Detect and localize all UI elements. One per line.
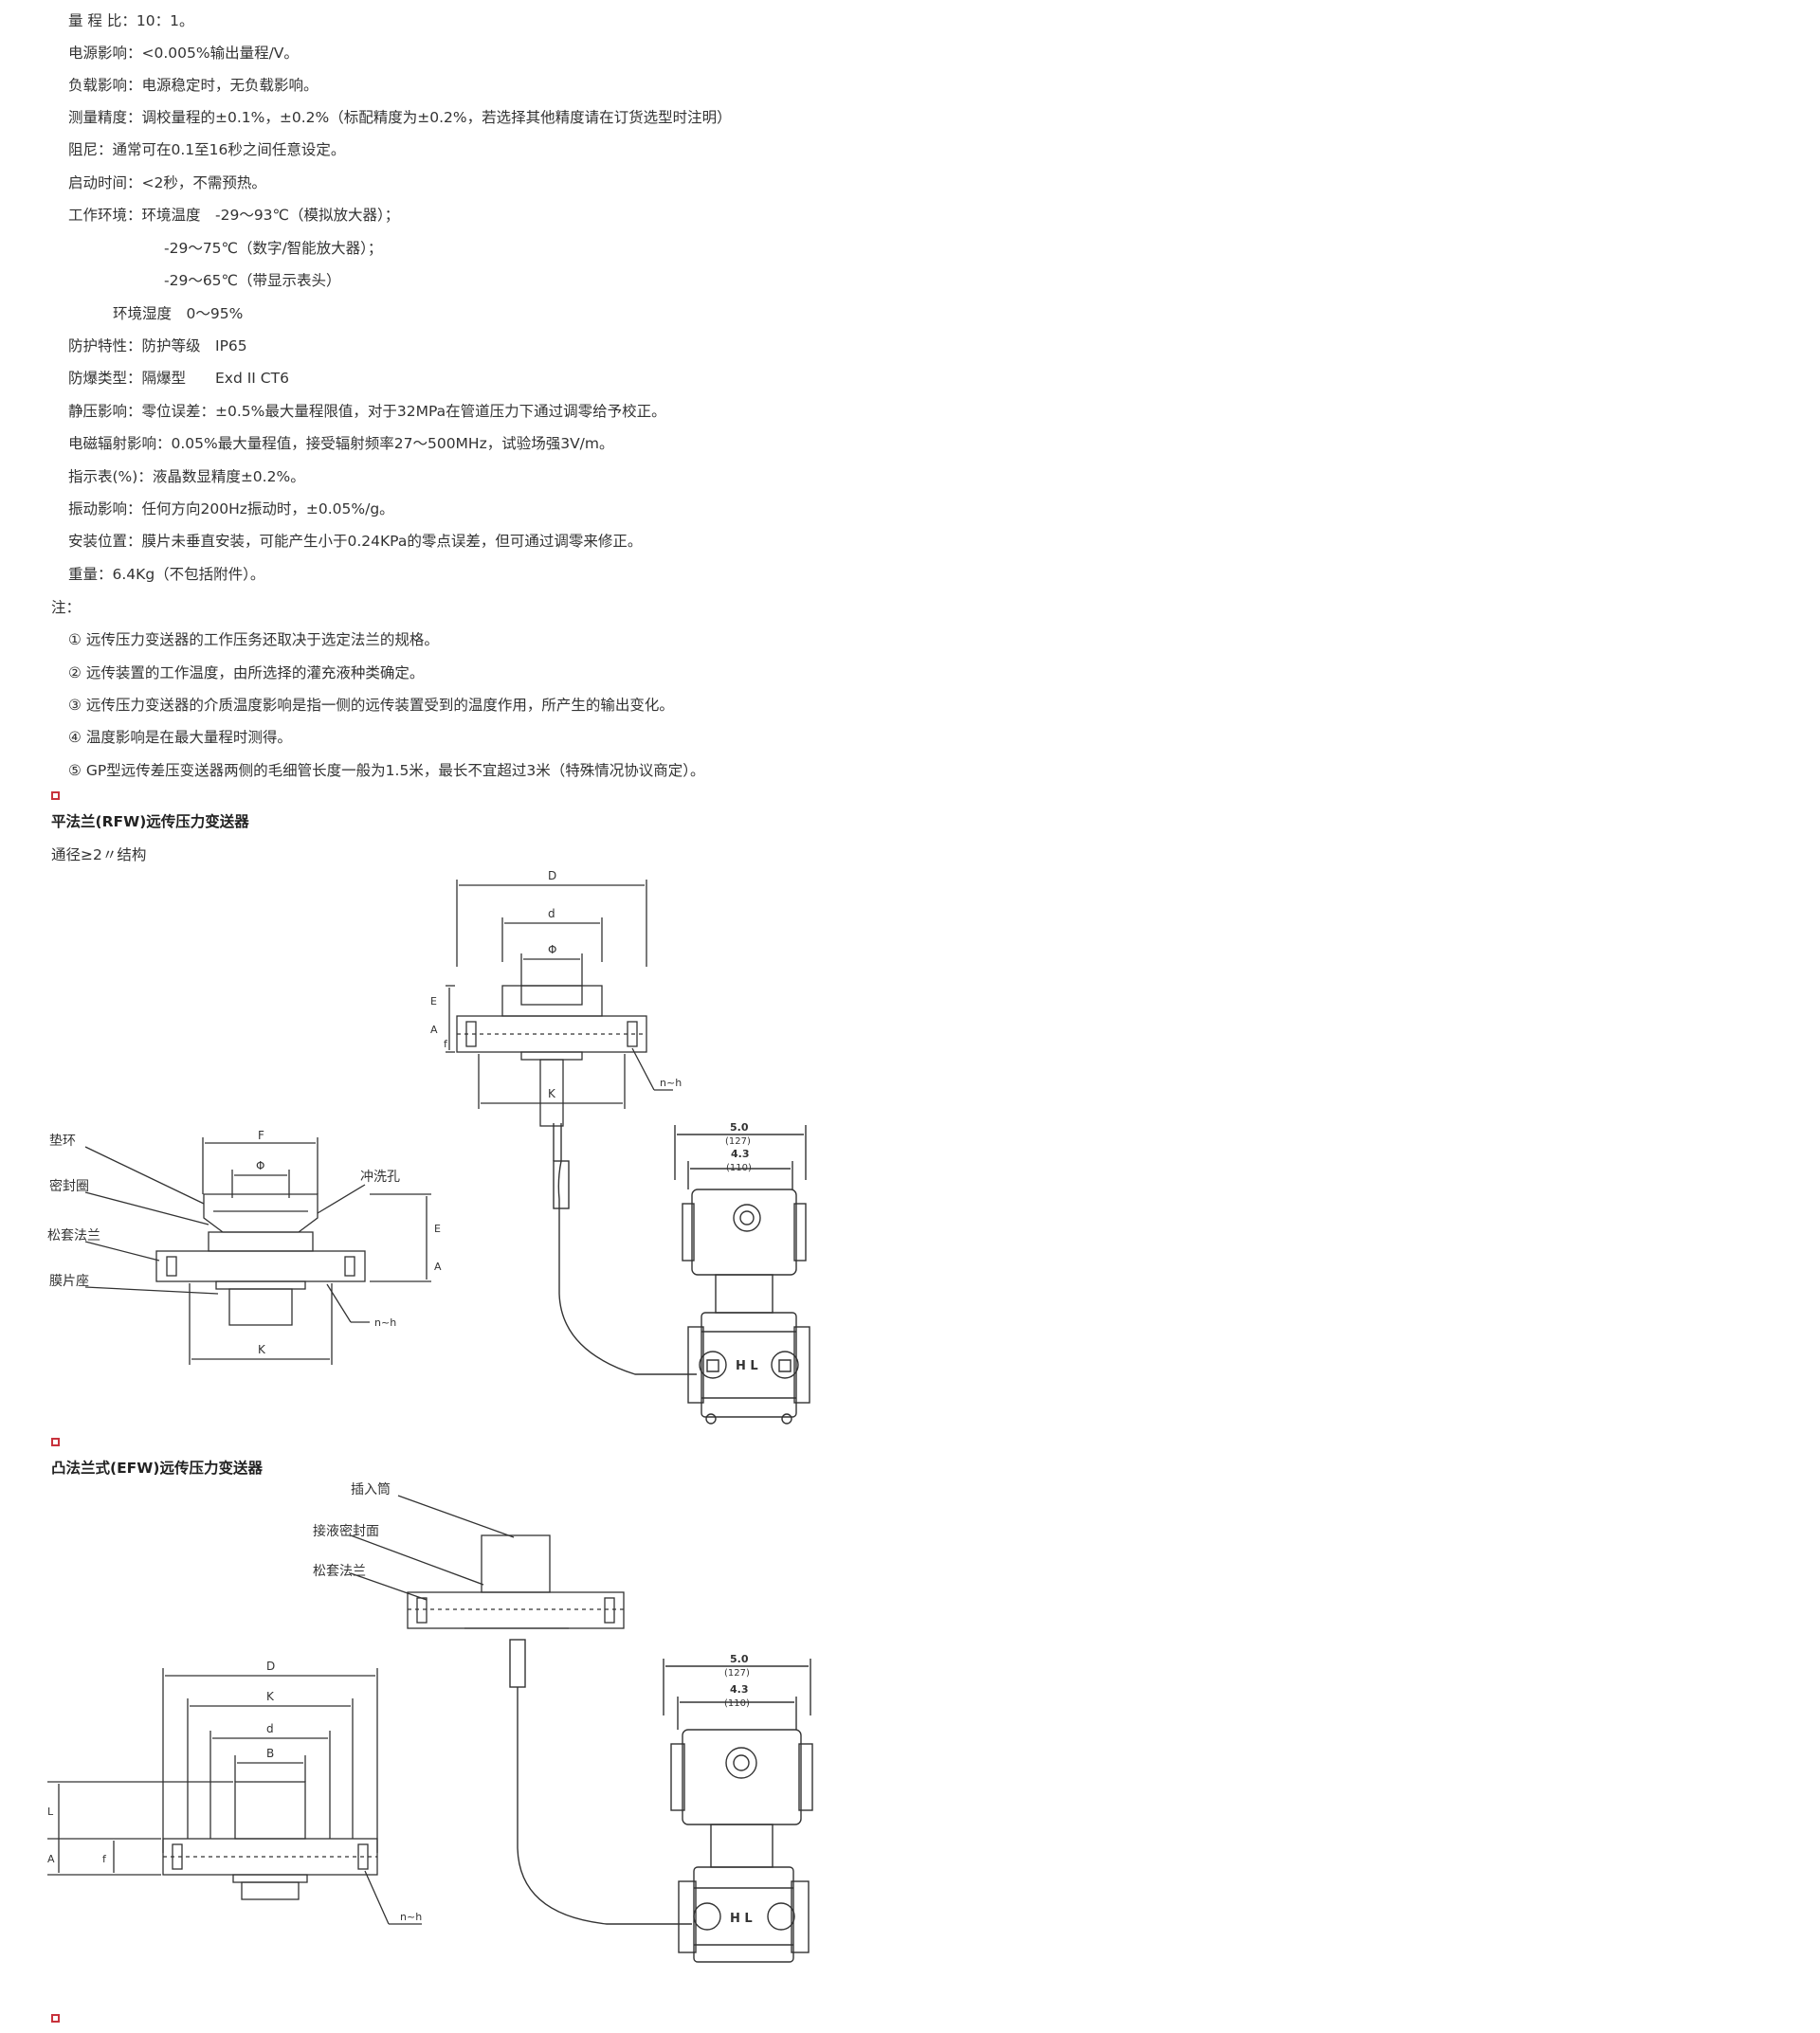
spec-weight: 重量：6.4Kg（不包括附件）。 bbox=[68, 566, 265, 583]
section-bullet-icon bbox=[51, 2014, 60, 2023]
dim-label-A: A bbox=[47, 1853, 55, 1865]
section-bullet-icon bbox=[51, 1438, 60, 1446]
dim-label-f: f bbox=[102, 1853, 107, 1865]
section-bullet-icon bbox=[51, 791, 60, 800]
label-seal-face: 接液密封面 bbox=[313, 1523, 379, 1539]
spec-environment: 工作环境：环境温度 -29～93℃（模拟放大器）； bbox=[68, 207, 400, 224]
notes-label: 注： bbox=[51, 599, 82, 616]
note-item: ① 远传压力变送器的工作压务还取决于选定法兰的规格。 bbox=[68, 631, 439, 648]
dim-label-127: (127) bbox=[724, 1668, 750, 1679]
dim-label-d: d bbox=[266, 1722, 274, 1735]
spec-indicator: 指示表(%)：液晶数显精度±0.2%。 bbox=[68, 468, 305, 485]
rfw-loose-flange-detail-diagram: F Φ K E A 垫环 密封圈 松套法兰 膜片座 冲洗孔 n~h bbox=[47, 1129, 442, 1365]
section1-title: 平法兰(RFW)远传压力变送器 bbox=[51, 813, 249, 830]
dim-label-A: A bbox=[434, 1261, 442, 1273]
dim-label-110: (110) bbox=[726, 1163, 752, 1173]
dim-label-K: K bbox=[548, 1087, 556, 1100]
spec-humidity: 环境湿度 0～95% bbox=[113, 305, 244, 322]
spec-load-effect: 负载影响：电源稳定时，无负载影响。 bbox=[68, 77, 318, 94]
efw-transmitter-diagram: 5.0 (127) 4.3 (110) H L bbox=[509, 1639, 813, 1963]
dim-label-K: K bbox=[266, 1690, 275, 1703]
label-h-l: H L bbox=[736, 1359, 758, 1373]
rfw-transmitter-diagram: 5.0 (127) 4.3 (110) H L bbox=[553, 1121, 810, 1425]
spec-static-pressure: 静压影响：零位误差：±0.5%最大量程限值，对于32MPa在管道压力下通过调零给… bbox=[68, 403, 666, 420]
section2-title: 凸法兰式(EFW)远传压力变送器 bbox=[51, 1460, 263, 1477]
dim-label-110: (110) bbox=[724, 1698, 750, 1709]
dim-label-f: f bbox=[444, 1038, 448, 1050]
spec-damping: 阻尼：通常可在0.1至16秒之间任意设定。 bbox=[68, 141, 346, 158]
spec-emi: 电磁辐射影响：0.05%最大量程值，接受辐射频率27～500MHz，试验场强3V… bbox=[68, 435, 614, 452]
dim-label-5-0: 5.0 bbox=[730, 1653, 749, 1665]
note-item: ⑤ GP型远传差压变送器两侧的毛细管长度一般为1.5米，最长不宜超过3米（特殊情… bbox=[68, 762, 705, 779]
spec-explosion: 防爆类型：隔爆型 Exd II CT6 bbox=[68, 370, 289, 387]
spec-accuracy: 测量精度：调校量程的±0.1%，±0.2%（标配精度为±0.2%，若选择其他精度… bbox=[68, 109, 732, 126]
dim-label-F: F bbox=[258, 1129, 264, 1142]
label-loose-flange: 松套法兰 bbox=[313, 1564, 366, 1579]
dim-label-K: K bbox=[258, 1343, 266, 1356]
rfw-flange-section-diagram: D d Φ K E A f n~h bbox=[430, 869, 682, 1127]
label-h-l: H L bbox=[730, 1912, 753, 1926]
dim-label-5-0: 5.0 bbox=[730, 1121, 749, 1134]
spec-power-effect: 电源影响：<0.005%输出量程/V。 bbox=[68, 45, 299, 62]
efw-flange-top-diagram: 插入筒 接液密封面 松套法兰 bbox=[313, 1481, 625, 1629]
label-gasket: 垫环 bbox=[49, 1134, 76, 1149]
spec-environment-display: -29～65℃（带显示表头） bbox=[164, 272, 341, 289]
label-diaphragm-seat: 膜片座 bbox=[49, 1274, 89, 1289]
spec-vibration: 振动影响：任何方向200Hz振动时，±0.05%/g。 bbox=[68, 500, 394, 517]
dim-label-A: A bbox=[430, 1024, 438, 1036]
spec-environment-digital: -29～75℃（数字/智能放大器）； bbox=[164, 240, 383, 257]
dim-label-d: d bbox=[548, 907, 555, 920]
spec-protection: 防护特性：防护等级 IP65 bbox=[68, 337, 247, 354]
dim-label-L: L bbox=[47, 1806, 54, 1818]
label-seal-ring: 密封圈 bbox=[49, 1178, 89, 1194]
label-loose-flange: 松套法兰 bbox=[47, 1228, 100, 1243]
dim-label-nh: n~h bbox=[660, 1077, 682, 1089]
dim-label-nh: n~h bbox=[374, 1316, 396, 1329]
note-item: ② 远传装置的工作温度，由所选择的灌充液种类确定。 bbox=[68, 664, 425, 681]
dim-label-E: E bbox=[430, 995, 437, 1007]
dim-label-nh: n~h bbox=[400, 1911, 422, 1923]
spec-mounting: 安装位置：膜片未垂直安装，可能产生小于0.24KPa的零点误差，但可通过调零来修… bbox=[68, 533, 643, 550]
efw-dimension-diagram: D K d B L A f n~h bbox=[47, 1660, 422, 1925]
spec-range-ratio: 量 程 比：10：1。 bbox=[68, 12, 194, 29]
dim-label-127: (127) bbox=[725, 1136, 751, 1147]
dim-label-D: D bbox=[266, 1660, 275, 1673]
label-insert-tube: 插入筒 bbox=[351, 1481, 391, 1498]
dim-label-phi: Φ bbox=[548, 943, 556, 956]
spec-startup: 启动时间：<2秒，不需预热。 bbox=[68, 174, 266, 191]
dim-label-4-3: 4.3 bbox=[731, 1148, 750, 1160]
note-item: ④ 温度影响是在最大量程时测得。 bbox=[68, 729, 292, 746]
note-item: ③ 远传压力变送器的介质温度影响是指一侧的远传装置受到的温度作用，所产生的输出变… bbox=[68, 697, 674, 714]
label-flush-hole: 冲洗孔 bbox=[360, 1170, 400, 1185]
dim-label-phi: Φ bbox=[256, 1159, 264, 1172]
dim-label-B: B bbox=[266, 1747, 274, 1760]
dim-label-D: D bbox=[548, 869, 556, 882]
dim-label-E: E bbox=[434, 1223, 441, 1235]
dim-label-4-3: 4.3 bbox=[730, 1683, 749, 1696]
section1-subtitle: 通径≥2〃结构 bbox=[51, 846, 147, 863]
